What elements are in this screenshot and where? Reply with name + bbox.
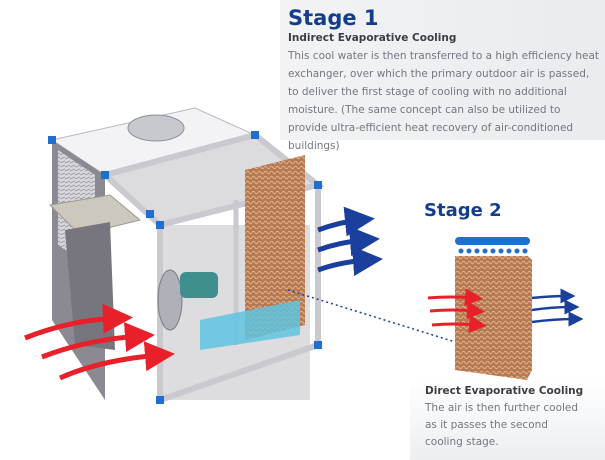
callout-connector-line	[287, 289, 466, 346]
stage1-description: This cool water is then transferred to a…	[288, 50, 599, 152]
motor	[180, 272, 218, 298]
warm-air-arrow-icon	[24, 303, 133, 341]
blower-fan	[157, 269, 183, 331]
stage2-subtitle: Direct Evaporative Cooling	[425, 385, 584, 397]
stage1-heat-exchanger	[245, 155, 305, 340]
cool-air-outlet-arrows	[317, 206, 383, 277]
stage2-title: Stage 2	[424, 200, 502, 221]
warm-air-arrow-icon	[41, 322, 155, 360]
stage2-panel	[410, 380, 605, 460]
intake-hood	[48, 194, 142, 236]
stage1-title: Stage 1	[288, 6, 379, 30]
water-drops-icon	[458, 248, 528, 254]
fan-grille-icon	[127, 114, 185, 142]
stage2-description: The air is then further cooled as it pas…	[425, 402, 579, 448]
water-distribution-pipe	[455, 237, 530, 245]
water-basin	[200, 300, 300, 350]
cool-air-arrow-icon	[317, 226, 380, 257]
stage1-subtitle: Indirect Evaporative Cooling	[288, 32, 457, 44]
stage2-warm-air-arrows	[427, 288, 487, 334]
warm-air-inlet-arrows	[24, 303, 175, 381]
stage2-cool-air-arrows	[531, 288, 584, 327]
cool-air-arrow-icon	[317, 246, 383, 277]
cool-air-arrow-icon	[317, 206, 375, 237]
frame-corner-caps	[48, 131, 322, 404]
stage1-panel	[280, 0, 605, 140]
stage2-cooling-pad	[455, 237, 532, 380]
evaporative-cooling-unit	[48, 107, 325, 404]
warm-air-arrow-icon	[58, 341, 175, 381]
evaporative-media-pad	[455, 256, 532, 380]
